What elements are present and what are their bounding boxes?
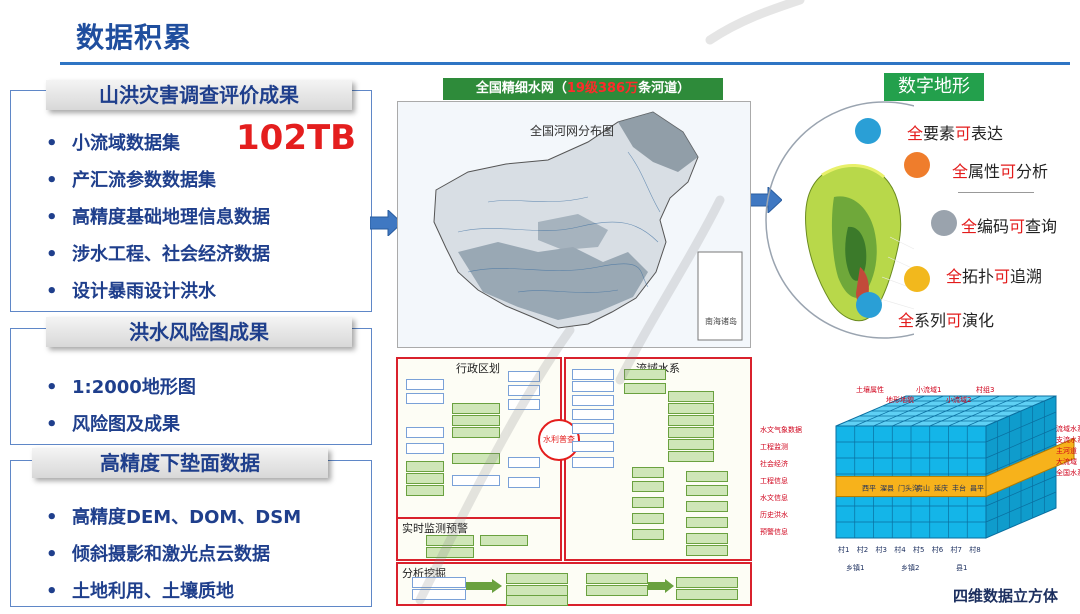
banner-risk: 洪水风险图成果 <box>46 317 352 347</box>
map-banner-text: 全国精细水网（ <box>475 81 567 96</box>
cube-slab-front <box>835 475 987 498</box>
cube-top-label: 土壤属性 <box>856 385 884 394</box>
inset-label: 南海诸岛 <box>705 316 737 326</box>
cube-group-label: 乡镇2 <box>901 563 919 572</box>
map-banner-suffix: 条河道） <box>638 81 691 96</box>
page-title: 数据积累 <box>76 21 193 54</box>
map-title: 全国河网分布图 <box>530 124 615 138</box>
cube-group-label: 县1 <box>956 564 967 572</box>
banner-underlying: 高精度下垫面数据 <box>32 448 328 478</box>
cube-left-label: 工程监测 <box>760 442 788 451</box>
cube-x-label: 村1 <box>838 545 849 554</box>
cube-x-label: 村3 <box>876 545 887 554</box>
cube-x-label: 村2 <box>857 545 868 554</box>
list-item: 高精度DEM、DOM、DSM <box>44 503 301 540</box>
cube-x-label: 村7 <box>951 545 962 554</box>
arrow-right-icon <box>370 210 402 236</box>
chart-icon <box>904 266 930 292</box>
feature-divider <box>958 192 1034 193</box>
admin-title: 行政区划 <box>456 362 500 375</box>
cube-left-label: 社会经济 <box>760 459 788 468</box>
center-label: 水利普查 <box>543 435 575 444</box>
cube-left-label: 预警信息 <box>760 527 788 536</box>
list-item: 1:2000地形图 <box>44 373 196 410</box>
analysis-title: 分析挖掘 <box>402 567 446 580</box>
digital-terrain-banner: 数字地形 <box>884 73 984 101</box>
cube-front-label: 房山 <box>916 484 930 493</box>
list-item: 设计暴雨设计洪水 <box>44 277 270 314</box>
china-map-illustration: 南海诸岛 <box>398 102 750 347</box>
cube-left-label: 历史洪水 <box>760 510 788 519</box>
title-divider <box>60 62 1070 65</box>
cube-group-label: 乡镇1 <box>846 563 864 572</box>
cube-left-label: 水文气象数据 <box>760 425 802 434</box>
cube-left-label: 水文信息 <box>760 493 788 502</box>
cube-top-label: 小流域2 <box>946 395 971 404</box>
arrow-right-icon <box>750 187 782 213</box>
feature-element-expression: 全要素可表达 <box>907 124 1004 143</box>
feature-attribute-analysis: 全属性可分析 <box>952 162 1049 181</box>
underlying-list: 高精度DEM、DOM、DSM 倾斜摄影和激光点云数据 土地利用、土壤质地 <box>44 503 301 614</box>
cube-right-label: 全国水系 <box>1056 468 1080 477</box>
map-banner: 全国精细水网（19级386万条河道） <box>443 78 723 100</box>
data-size-highlight: 102TB <box>236 118 357 158</box>
system-diagram: 行政区划 流域水系 水利普查 实时监测预警 分析挖掘 <box>396 357 752 606</box>
flow-arrow-icon <box>648 579 674 593</box>
cube-front-label: 濯县 <box>880 484 894 493</box>
cube-front-label: 门头沟 <box>898 484 919 493</box>
list-item: 土地利用、土壤质地 <box>44 577 301 614</box>
cube-top-label: 村组3 <box>976 385 994 394</box>
feature-code-query: 全编码可查询 <box>961 217 1058 236</box>
cube-x-label: 村6 <box>932 545 944 554</box>
cube-top-label: 小流域1 <box>916 385 941 394</box>
risk-list: 1:2000地形图 风险图及成果 <box>44 373 196 447</box>
survey-list: 小流域数据集 产汇流参数数据集 高精度基础地理信息数据 涉水工程、社会经济数据 … <box>44 129 270 314</box>
cube-caption: 四维数据立方体 <box>953 587 1059 605</box>
cube-x-label: 村8 <box>969 545 980 554</box>
server-icon <box>931 210 957 236</box>
map-banner-highlight: 19级386万 <box>566 81 639 96</box>
list-item: 风险图及成果 <box>44 410 196 447</box>
flow-arrow-icon <box>466 579 502 593</box>
river-network-map: 南海诸岛 <box>397 101 751 348</box>
feature-series-evolution: 全系列可演化 <box>898 311 995 330</box>
list-item: 产汇流参数数据集 <box>44 166 270 203</box>
terrain-diagram <box>765 101 914 339</box>
list-item: 涉水工程、社会经济数据 <box>44 240 270 277</box>
monitor-card <box>396 517 562 561</box>
cube-right-label: 主河道 <box>1056 446 1077 455</box>
cube-front-label: 昌平 <box>970 485 984 493</box>
cube-front-label: 西平 <box>862 485 876 493</box>
cube-right-label: 流域水系 <box>1056 424 1080 433</box>
cube-front-label: 延庆 <box>934 484 948 493</box>
cube-top-label: 地形地貌 <box>886 395 914 404</box>
monitor-title: 实时监测预警 <box>402 522 468 535</box>
list-item: 小流域数据集 <box>44 129 270 166</box>
cube-right-label: 大流域 <box>1056 457 1077 466</box>
data-cube-illustration: 西平濯县门头沟房山延庆丰台昌平村1 村2 村3 村4 村5 村6 村7 村8 乡镇1 乡镇2 县1 水… <box>760 385 1080 572</box>
building-icon <box>855 118 881 144</box>
cube-x-label: 村5 <box>913 545 924 554</box>
list-item: 倾斜摄影和激光点云数据 <box>44 540 301 577</box>
feature-topology-trace: 全拓扑可追溯 <box>946 267 1043 286</box>
cube-front-label: 丰台 <box>952 484 966 493</box>
list-item: 高精度基础地理信息数据 <box>44 203 270 240</box>
cube-left-label: 工程信息 <box>760 476 788 485</box>
layers-icon <box>904 152 930 178</box>
banner-survey: 山洪灾害调查评价成果 <box>46 80 352 110</box>
cube-right-label: 支流水系 <box>1056 435 1080 444</box>
cube-x-label: 村4 <box>894 545 906 554</box>
bar-chart-icon <box>856 292 882 318</box>
